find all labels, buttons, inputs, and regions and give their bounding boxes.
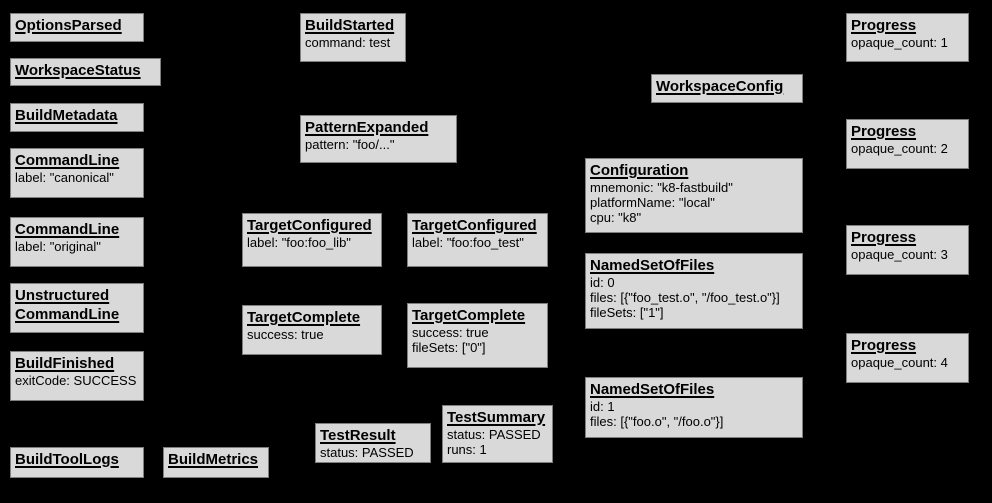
node-field: fileSets: ["1"] [590,305,664,320]
node-title: BuildFinished [15,355,115,372]
node-field: id: 0 [590,275,615,290]
node-field: opaque_count: 3 [851,247,948,262]
node-field: status: PASSED [320,445,414,460]
node-field: label: "canonical" [15,170,114,185]
node-field: files: [{"foo_test.o", "/foo_test.o"}] [590,290,780,305]
node-options-parsed: OptionsParsed [10,13,144,42]
node-title: OptionsParsed [15,17,122,34]
node-title: Progress [851,17,917,34]
node-field: success: true [412,325,489,340]
node-title: Progress [851,123,917,140]
node-title: WorkspaceStatus [15,62,141,79]
node-title: TargetConfigured [247,217,372,234]
node-title: NamedSetOfFiles [590,257,715,274]
node-title: WorkspaceConfig [656,78,784,95]
node-workspace-status: WorkspaceStatus [10,58,161,86]
node-field: command: test [305,35,391,50]
node-field: exitCode: SUCCESS [15,373,137,388]
node-title: TestSummary [447,409,546,426]
node-title: BuildStarted [305,17,395,34]
node-title: BuildMetrics [168,451,259,468]
node-title: CommandLine [15,152,120,169]
node-field: label: "foo:foo_test" [412,235,524,250]
node-title: Progress [851,337,917,354]
node-field: opaque_count: 2 [851,141,948,156]
node-field: platformName: "local" [590,195,715,210]
node-title: TargetComplete [247,309,361,326]
node-workspace-config: WorkspaceConfig [651,74,803,103]
node-build-metadata: BuildMetadata [10,103,144,132]
node-field: success: true [247,327,324,342]
node-build-metrics: BuildMetrics [163,447,269,478]
node-title: TargetComplete [412,307,526,324]
node-field: runs: 1 [447,442,487,457]
node-field: status: PASSED [447,427,541,442]
node-field: pattern: "foo/..." [305,137,395,152]
node-field: id: 1 [590,399,615,414]
node-field: opaque_count: 1 [851,35,948,50]
node-field: files: [{"foo.o", "/foo.o"}] [590,414,724,429]
node-title: NamedSetOfFiles [590,381,715,398]
node-field: mnemonic: "k8-fastbuild" [590,180,733,195]
node-field: opaque_count: 4 [851,355,948,370]
node-title: CommandLine [15,221,120,238]
node-field: cpu: "k8" [590,210,642,225]
node-field: fileSets: ["0"] [412,340,486,355]
node-title: BuildToolLogs [15,451,119,468]
node-field: label: "original" [15,239,101,254]
node-title: Progress [851,229,917,246]
node-title: TestResult [320,427,396,444]
node-unstructured-command-line: Unstructured CommandLine [10,283,144,333]
node-title: Unstructured CommandLine [15,287,120,323]
node-title: TargetConfigured [412,217,537,234]
node-title: BuildMetadata [15,107,118,124]
node-title: PatternExpanded [305,119,429,136]
node-build-tool-logs: BuildToolLogs [10,447,144,478]
node-title: Configuration [590,162,689,179]
node-field: label: "foo:foo_lib" [247,235,351,250]
